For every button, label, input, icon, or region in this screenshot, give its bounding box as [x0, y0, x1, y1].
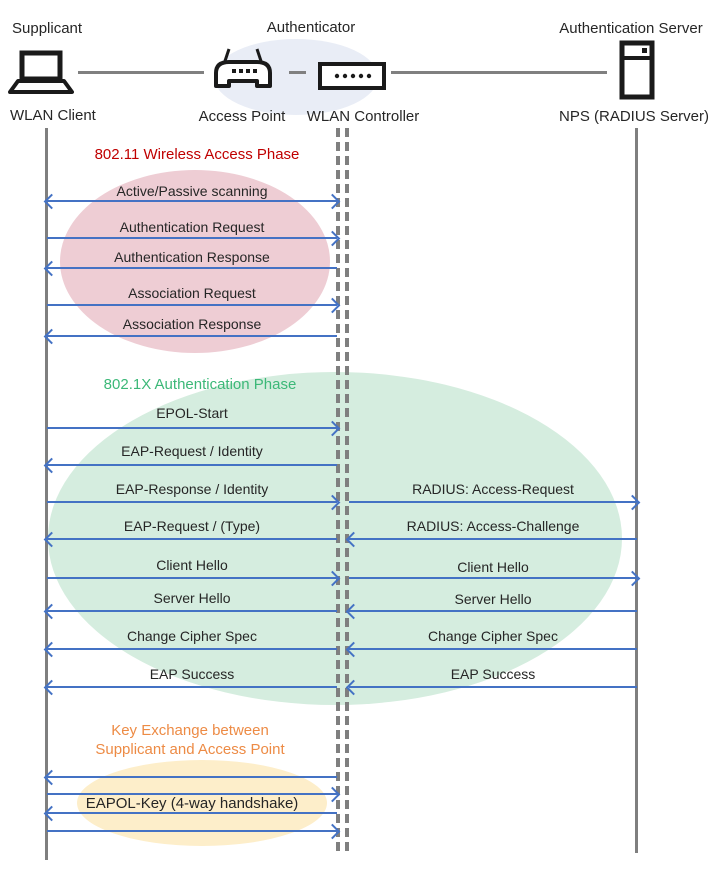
arrow-authentication-request — [47, 237, 337, 239]
arrow-eap-success-left — [47, 686, 337, 688]
laptop-icon — [8, 50, 74, 101]
arrow-association-request — [47, 304, 337, 306]
arrow-eap-success-right — [349, 686, 637, 688]
arrow-server-hello-right — [349, 610, 637, 612]
authenticator-lifeline-1 — [336, 128, 340, 855]
msg-eapol-key-4way-handshake: EAPOL-Key (4-way handshake) — [85, 795, 299, 812]
msg-eap-request-identity: EAP-Request / Identity — [121, 443, 263, 459]
arrow-eapol-key-1 — [47, 776, 337, 778]
authenticator-lifeline-2 — [345, 128, 349, 855]
arrow-eap-response-identity — [47, 501, 337, 503]
arrow-eapol-key-3 — [47, 812, 337, 814]
phase3-title-line1: Key Exchange between — [111, 722, 269, 739]
msg-radius-access-request: RADIUS: Access-Request — [412, 481, 574, 497]
connector-client-to-ap — [78, 71, 204, 74]
msg-epol-start: EPOL-Start — [156, 405, 228, 421]
arrow-radius-access-challenge — [349, 538, 637, 540]
msg-server-hello-right: Server Hello — [454, 591, 532, 607]
arrow-eap-request-type — [47, 538, 337, 540]
msg-client-hello-right: Client Hello — [457, 559, 529, 575]
arrow-active-passive-scanning — [47, 200, 337, 202]
wlan-controller-label: WLAN Controller — [306, 108, 420, 125]
arrow-client-hello-left — [47, 577, 337, 579]
phase1-title: 802.11 Wireless Access Phase — [94, 146, 300, 163]
phase2-title: 802.1X Authentication Phase — [103, 376, 297, 393]
msg-eap-response-identity: EAP-Response / Identity — [115, 481, 269, 497]
msg-authentication-response: Authentication Response — [114, 249, 270, 265]
connector-controller-to-server — [391, 71, 607, 74]
msg-eap-success-left: EAP Success — [149, 666, 235, 682]
arrow-client-hello-right — [349, 577, 637, 579]
arrow-epol-start — [47, 427, 337, 429]
msg-association-response: Association Response — [122, 316, 262, 332]
wlan-client-label: WLAN Client — [10, 107, 96, 124]
arrow-change-cipher-spec-left — [47, 648, 337, 650]
phase3-title-line2: Supplicant and Access Point — [95, 741, 285, 758]
msg-server-hello-left: Server Hello — [153, 590, 231, 606]
access-point-label: Access Point — [198, 108, 286, 125]
msg-radius-access-challenge: RADIUS: Access-Challenge — [406, 518, 580, 534]
msg-eap-success-right: EAP Success — [450, 666, 536, 682]
server-lifeline — [635, 128, 638, 853]
supplicant-lifeline — [45, 128, 48, 860]
arrow-eapol-key-4 — [47, 830, 337, 832]
arrow-eap-request-identity — [47, 464, 337, 466]
access-point-icon — [212, 46, 274, 97]
supplicant-role-label: Supplicant — [12, 20, 83, 37]
authenticator-role-label: Authenticator — [266, 19, 356, 36]
msg-authentication-request: Authentication Request — [119, 219, 265, 235]
connector-ap-to-controller — [289, 71, 306, 74]
arrow-authentication-response — [47, 267, 337, 269]
auth-server-role-label: Authentication Server — [559, 20, 703, 37]
server-icon — [618, 40, 656, 105]
arrow-change-cipher-spec-right — [349, 648, 637, 650]
phase3-title: Key Exchange between Supplicant and Acce… — [45, 721, 335, 759]
msg-eap-request-type: EAP-Request / (Type) — [123, 518, 261, 534]
msg-association-request: Association Request — [128, 285, 256, 301]
msg-client-hello-left: Client Hello — [156, 557, 228, 573]
msg-active-passive-scanning: Active/Passive scanning — [116, 183, 268, 199]
arrow-association-response — [47, 335, 337, 337]
wlan-controller-icon — [318, 62, 386, 95]
nps-server-label: NPS (RADIUS Server) — [558, 108, 710, 125]
msg-change-cipher-spec-left: Change Cipher Spec — [127, 628, 257, 644]
arrow-server-hello-left — [47, 610, 337, 612]
arrow-radius-access-request — [349, 501, 637, 503]
arrow-eapol-key-2 — [47, 793, 337, 795]
msg-change-cipher-spec-right: Change Cipher Spec — [428, 628, 558, 644]
